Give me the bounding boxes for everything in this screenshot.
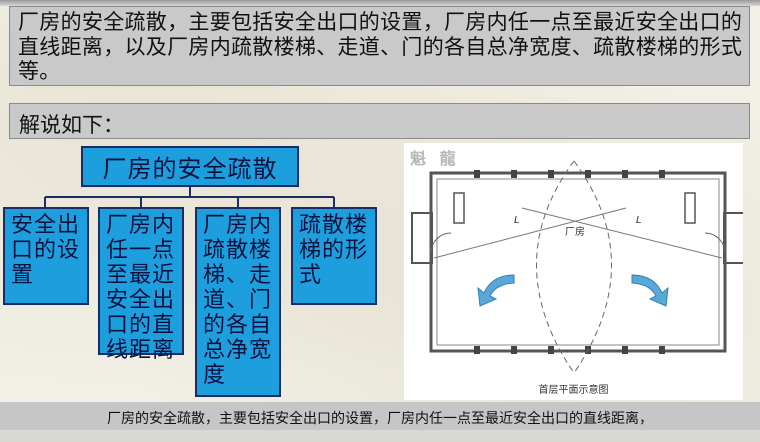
distance-line-right [521,207,723,259]
subtitle-text: 厂房的安全疏散，主要包括安全出口的设置，厂房内任一点至最近安全出口的直线距离， [107,411,653,427]
bottom-strip [0,430,760,442]
left-door-swing [430,232,452,254]
floor-plan-caption: 首层平面示意图 [538,385,609,396]
diagram-node-distance: 厂房内任一点至最近安全出口的直线距离 [98,207,184,363]
right-stair-core [684,192,696,224]
outer-wall [429,171,727,353]
inner-wall [436,178,720,346]
top-strip [0,0,760,6]
distance-line-left [433,207,627,259]
room-label: 厂房 [565,227,585,238]
left-arc [536,160,575,374]
distance-label-right: L [636,215,642,226]
right-door-swing [704,232,726,254]
left-stair [411,212,433,264]
diagram-node-stair-form: 疏散楼梯的形式 [291,207,377,305]
floor-plan-panel: 厂房 L L 首层平面示意图 [404,143,743,400]
right-evac-arrow [631,274,669,307]
distance-label-left: L [514,215,520,226]
right-stair [723,212,743,264]
floor-plan-drawing [411,160,743,374]
explain-label: 解说如下： [19,113,124,137]
intro-text: 厂房的安全疏散，主要包括安全出口的设置，厂房内任一点至最近安全出口的直线距离，以… [18,10,743,83]
diagram-node-widths: 厂房内疏散楼梯、走道、门的各自总净宽度 [195,207,281,397]
columns-top [474,170,665,178]
left-evac-arrow [477,274,515,307]
explain-banner: 解说如下： [9,103,750,139]
subtitle-bar: 厂房的安全疏散，主要包括安全出口的设置，厂房内任一点至最近安全出口的直线距离， [0,402,760,430]
diagram-node-exits: 安全出口的设置 [3,207,89,305]
left-stair-core [453,192,465,224]
watermark-logo: 魁 龍 [410,149,460,168]
right-arc [573,160,612,374]
diagram-root-node: 厂房的安全疏散 [81,146,299,187]
intro-banner: 厂房的安全疏散，主要包括安全出口的设置，厂房内任一点至最近安全出口的直线距离，以… [9,6,750,86]
